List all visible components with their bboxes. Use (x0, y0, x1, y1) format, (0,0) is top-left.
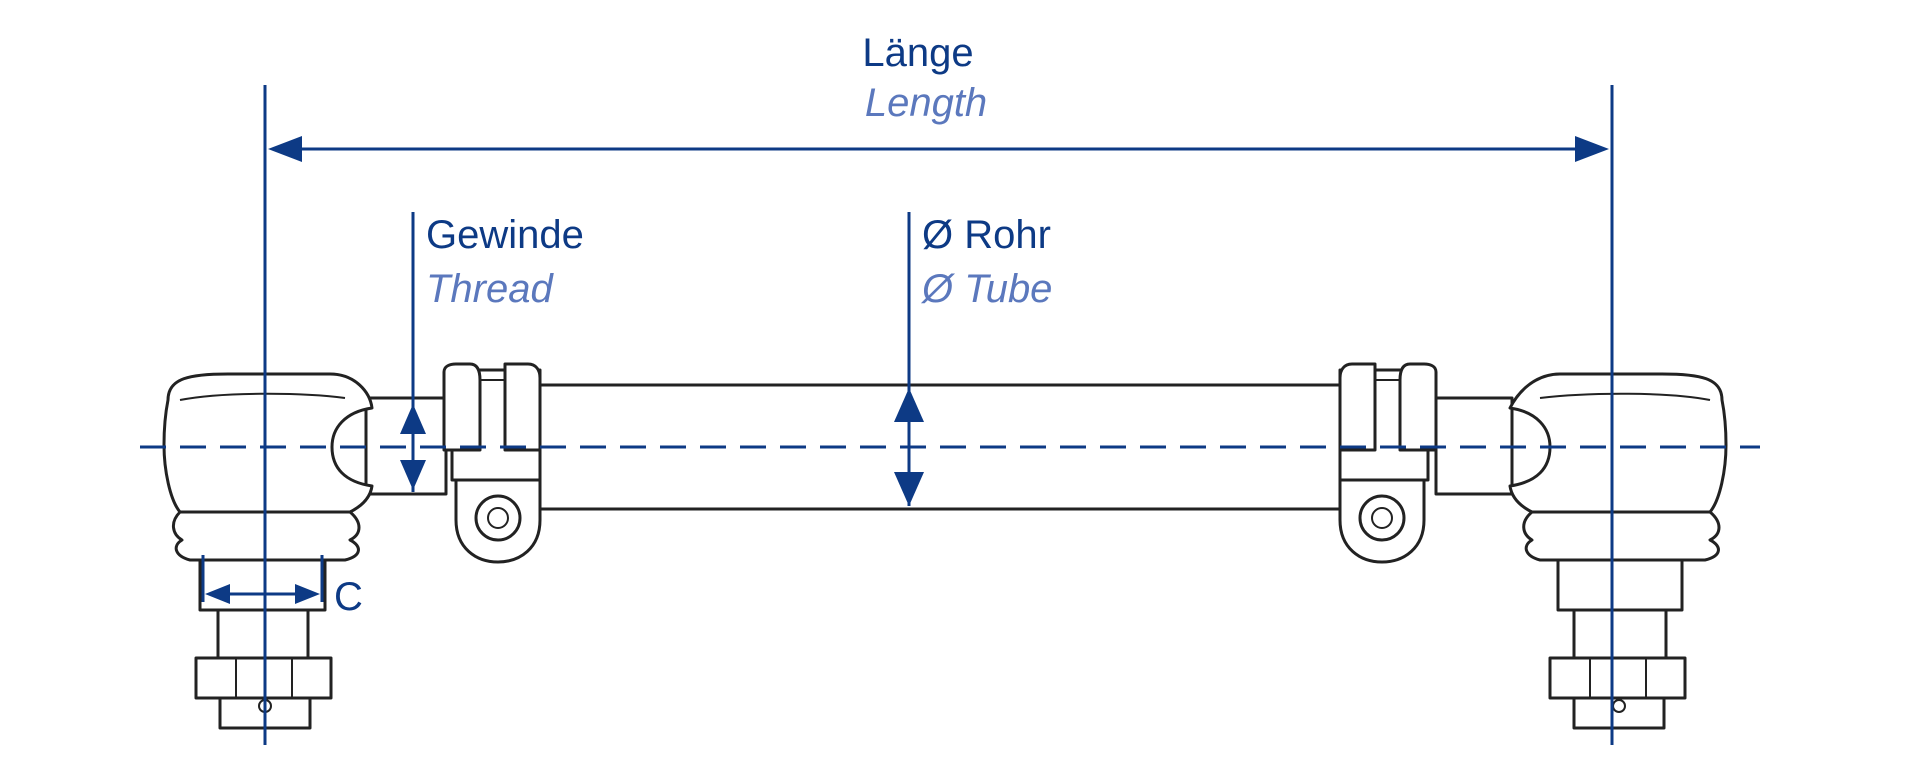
right-tie-rod-end (1434, 372, 1728, 730)
right-stud-tip (1572, 696, 1666, 730)
thread-arrow-down (400, 460, 426, 490)
thread-arrow-up (400, 404, 426, 434)
length-label-en: Length (865, 81, 987, 125)
length-dimension (268, 136, 1609, 162)
thread-label-en: Thread (426, 267, 554, 311)
c-label: C (334, 575, 363, 619)
right-clamp (1338, 362, 1438, 564)
tube-label-de: Ø Rohr (922, 213, 1051, 257)
c-arrow-right (295, 584, 320, 604)
left-stud (198, 558, 327, 612)
thread-label-de: Gewinde (426, 213, 584, 257)
length-arrow-right (1575, 136, 1609, 162)
left-clamp-bolt (474, 494, 522, 542)
right-ball-head (1508, 372, 1728, 514)
tube-arrow-down (894, 472, 924, 506)
tube-label-en: Ø Tube (920, 267, 1052, 311)
right-stud (1556, 558, 1684, 612)
right-nut (1548, 656, 1687, 700)
tube-diameter-dimension (894, 212, 924, 506)
thread-dimension (400, 212, 426, 492)
left-ball-head (162, 372, 374, 514)
length-arrow-left (268, 136, 302, 162)
right-boot (1522, 510, 1721, 562)
length-label-de: Länge (862, 31, 973, 75)
left-clamp (442, 362, 542, 564)
c-arrow-left (205, 584, 230, 604)
right-stud-neck (1572, 608, 1668, 660)
right-clamp-bolt (1358, 494, 1406, 542)
left-stud-neck (216, 608, 310, 660)
c-dimension (201, 555, 324, 604)
tube-arrow-up (894, 388, 924, 422)
